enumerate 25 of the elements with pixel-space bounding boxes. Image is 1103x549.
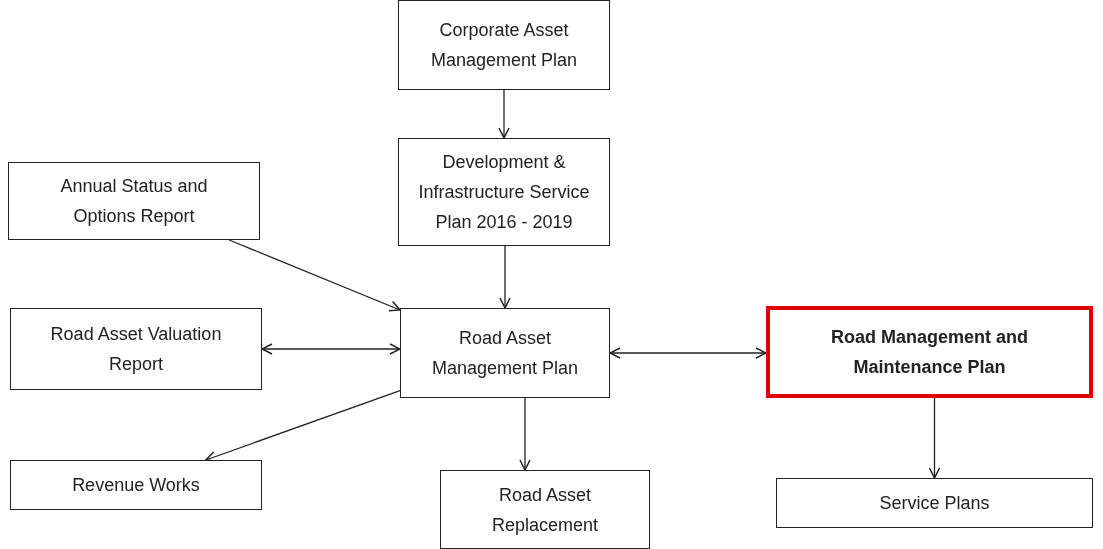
process-box xyxy=(776,478,1093,528)
box-label: Road Asset Management Plan xyxy=(430,327,580,380)
box-label: Service Plans xyxy=(879,492,990,515)
arrow xyxy=(498,89,510,139)
arrow xyxy=(499,245,511,309)
box-label: Road Management and Maintenance Plan xyxy=(830,326,1029,379)
arrow xyxy=(609,347,767,359)
arrow xyxy=(261,343,401,355)
process-box xyxy=(10,460,262,510)
arrow xyxy=(928,397,941,479)
box-label: Annual Status and Options Report xyxy=(59,175,209,228)
process-box xyxy=(398,0,610,90)
arrow xyxy=(519,397,531,471)
arrow xyxy=(228,239,401,312)
box-label: Development & Infrastructure Service Plan 2016 - 2019 xyxy=(417,151,591,234)
box-label: Road Asset Replacement xyxy=(490,483,600,537)
box-label: Road Asset Valuation Report xyxy=(49,323,223,376)
box-label: Corporate Asset Management Plan xyxy=(429,19,579,72)
process-box xyxy=(8,162,260,240)
process-box xyxy=(10,308,262,390)
box-label: Revenue Works xyxy=(72,474,200,497)
process-box xyxy=(400,308,610,398)
process-box xyxy=(398,138,610,246)
process-box xyxy=(766,306,1093,398)
process-box xyxy=(440,470,650,549)
